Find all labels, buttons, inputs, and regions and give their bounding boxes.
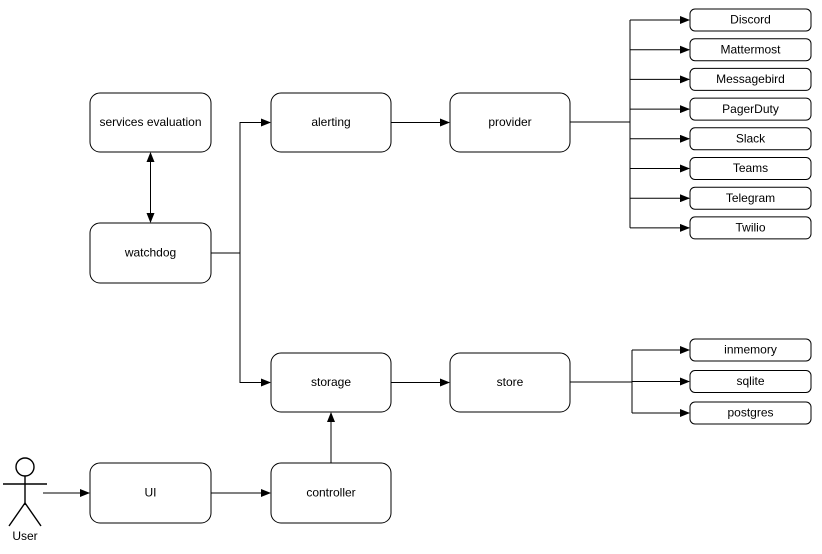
node-box-watchdog bbox=[89, 222, 212, 284]
leaf-inmemory[interactable]: inmemory bbox=[689, 338, 812, 362]
edge-watchdog-alerting bbox=[211, 118, 271, 254]
node-label-store: store bbox=[497, 375, 524, 389]
nodes-layer: services evaluation watchdog alerting provi… bbox=[89, 92, 571, 524]
node-services-evaluation[interactable]: services evaluation bbox=[89, 92, 212, 153]
leaf-box-telegram bbox=[689, 186, 812, 210]
leaf-label-twilio: Twilio bbox=[735, 221, 765, 235]
leaf-box-postgres bbox=[689, 401, 812, 425]
node-label-watchdog: watchdog bbox=[124, 246, 176, 260]
leaf-postgres[interactable]: postgres bbox=[689, 401, 812, 425]
edges-layer bbox=[43, 16, 690, 497]
actor-head-icon bbox=[15, 457, 35, 477]
node-ui[interactable]: UI bbox=[89, 462, 212, 524]
leaf-box-sqlite bbox=[689, 370, 812, 393]
actor-layer: User bbox=[3, 457, 47, 543]
leaf-box-slack bbox=[689, 127, 812, 151]
node-label-ui: UI bbox=[145, 486, 157, 500]
leaf-twilio[interactable]: Twilio bbox=[689, 216, 812, 240]
node-box-provider bbox=[449, 92, 571, 153]
leaf-sqlite[interactable]: sqlite bbox=[689, 370, 812, 393]
node-label-provider: provider bbox=[488, 115, 531, 129]
actor-legs-icon bbox=[8, 501, 42, 527]
leaf-box-messagebird bbox=[689, 67, 812, 91]
node-box-store bbox=[449, 352, 571, 413]
node-watchdog[interactable]: watchdog bbox=[89, 222, 212, 284]
node-alerting[interactable]: alerting bbox=[270, 92, 392, 153]
leaf-label-sqlite: sqlite bbox=[736, 374, 764, 388]
node-label-alerting: alerting bbox=[311, 115, 350, 129]
actor-label: User bbox=[12, 529, 37, 543]
leaf-box-inmemory bbox=[689, 338, 812, 362]
node-storage[interactable]: storage bbox=[270, 352, 392, 413]
leaves-layer: DiscordMattermostMessagebirdPagerDutySla… bbox=[689, 8, 812, 425]
leaf-box-pagerduty bbox=[689, 97, 812, 121]
node-provider[interactable]: provider bbox=[449, 92, 571, 153]
node-box-services-evaluation bbox=[89, 92, 212, 153]
node-box-ui bbox=[89, 462, 212, 524]
leaf-box-discord bbox=[689, 8, 812, 32]
actor-user[interactable]: User bbox=[3, 457, 47, 543]
leaf-telegram[interactable]: Telegram bbox=[689, 186, 812, 210]
leaf-label-mattermost: Mattermost bbox=[720, 42, 781, 56]
edge-watchdog-storage bbox=[239, 253, 271, 387]
leaf-label-pagerduty: PagerDuty bbox=[722, 102, 779, 116]
node-label-services-evaluation: services evaluation bbox=[99, 115, 201, 129]
node-controller[interactable]: controller bbox=[270, 462, 392, 524]
leaf-mattermost[interactable]: Mattermost bbox=[689, 38, 812, 62]
leaf-label-telegram: Telegram bbox=[726, 191, 775, 205]
node-box-storage bbox=[270, 352, 392, 413]
leaf-label-discord: Discord bbox=[730, 13, 771, 27]
leaf-label-slack: Slack bbox=[736, 131, 766, 145]
leaf-pagerduty[interactable]: PagerDuty bbox=[689, 97, 812, 121]
node-box-controller bbox=[270, 462, 392, 524]
leaf-messagebird[interactable]: Messagebird bbox=[689, 67, 812, 91]
leaf-box-mattermost bbox=[689, 38, 812, 62]
leaf-label-inmemory: inmemory bbox=[724, 343, 777, 357]
leaf-label-postgres: postgres bbox=[727, 406, 773, 420]
leaf-label-messagebird: Messagebird bbox=[716, 72, 785, 86]
leaf-label-teams: Teams bbox=[733, 161, 768, 175]
node-label-storage: storage bbox=[311, 375, 351, 389]
leaf-box-teams bbox=[689, 157, 812, 180]
leaf-teams[interactable]: Teams bbox=[689, 157, 812, 180]
leaf-box-twilio bbox=[689, 216, 812, 240]
node-label-controller: controller bbox=[306, 486, 355, 500]
node-store[interactable]: store bbox=[449, 352, 571, 413]
leaf-slack[interactable]: Slack bbox=[689, 127, 812, 151]
leaf-discord[interactable]: Discord bbox=[689, 8, 812, 32]
node-box-alerting bbox=[270, 92, 392, 153]
